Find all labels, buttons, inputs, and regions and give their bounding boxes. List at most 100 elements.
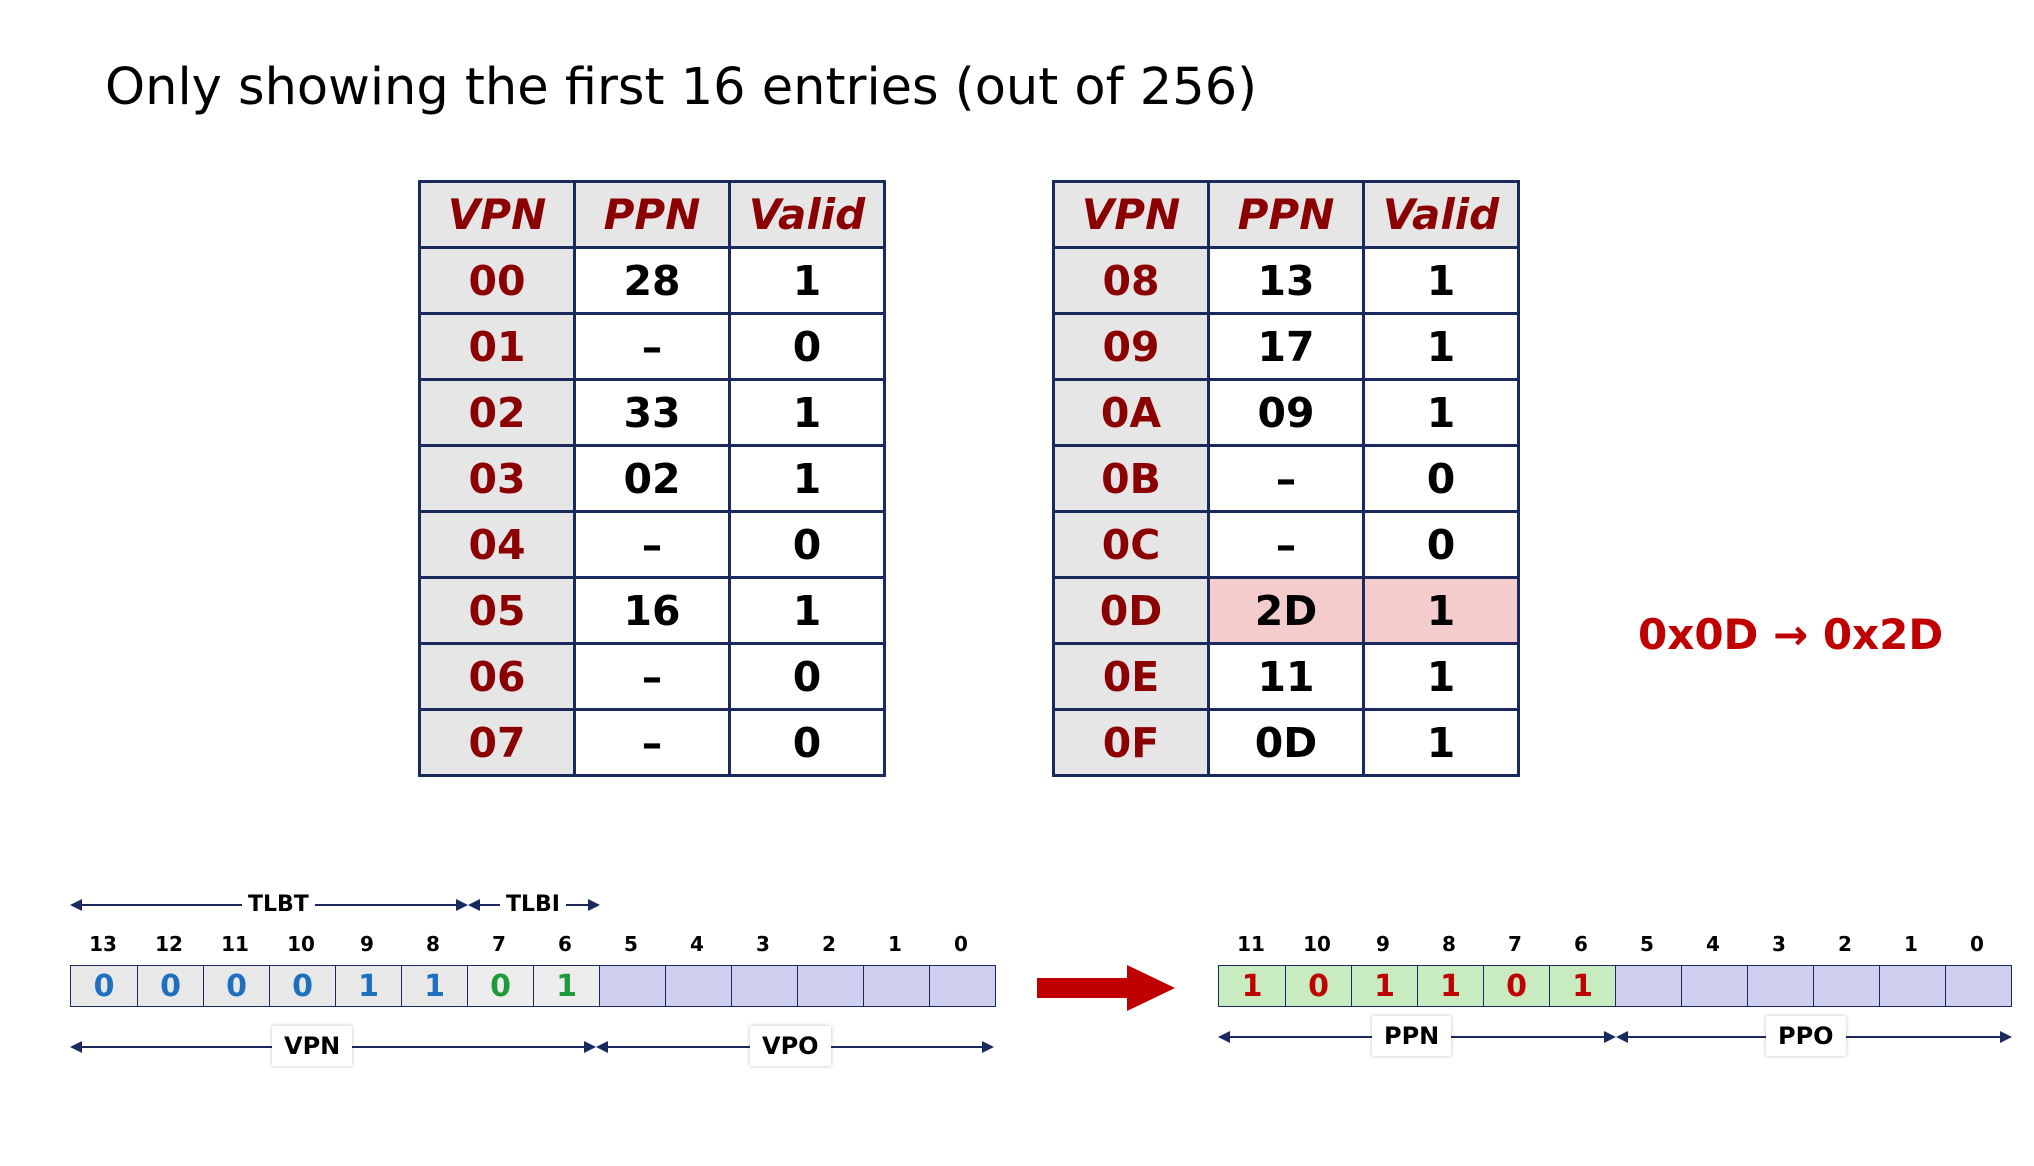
vpn-cell: 02	[418, 378, 576, 447]
table-row: 04–0	[418, 510, 886, 579]
bit-cell	[1747, 966, 1813, 1006]
bit-cell	[1813, 966, 1879, 1006]
bit-cell: 1	[401, 966, 467, 1006]
bit-number: 6	[1574, 932, 1588, 956]
table-row: 0C–0	[1052, 510, 1520, 579]
valid-cell: 0	[728, 708, 886, 777]
valid-cell: 1	[1362, 378, 1520, 447]
ppn-cell: –	[573, 642, 731, 711]
bit-cell: 0	[203, 966, 269, 1006]
vpn-cell: 07	[418, 708, 576, 777]
bit-number: 10	[287, 932, 315, 956]
vpn-cell: 05	[418, 576, 576, 645]
bit-number: 8	[426, 932, 440, 956]
valid-cell: 1	[728, 576, 886, 645]
ppn-cell: 17	[1207, 312, 1365, 381]
ppo-label: PPO	[1766, 1016, 1846, 1056]
bit-cell: 0	[1483, 966, 1549, 1006]
valid-cell: 1	[1362, 246, 1520, 315]
bit-number: 3	[1772, 932, 1786, 956]
bit-cell: 1	[1417, 966, 1483, 1006]
valid-cell: 0	[728, 642, 886, 711]
ppn-cell: 0D	[1207, 708, 1365, 777]
bit-cell: 0	[269, 966, 335, 1006]
valid-cell: 1	[1362, 642, 1520, 711]
bit-cell: 1	[533, 966, 599, 1006]
header-vpn: VPN	[1052, 180, 1210, 249]
vpn-cell: 01	[418, 312, 576, 381]
bit-number: 11	[1237, 932, 1265, 956]
table-row: 0B–0	[1052, 444, 1520, 513]
ppn-cell: 13	[1207, 246, 1365, 315]
bit-number: 12	[155, 932, 183, 956]
translation-arrow-icon	[1037, 965, 1175, 1011]
ppn-cell: 16	[573, 576, 731, 645]
table-row: 07–0	[418, 708, 886, 777]
bit-number: 5	[1640, 932, 1654, 956]
ppn-cell: 09	[1207, 378, 1365, 447]
header-ppn: PPN	[573, 180, 731, 249]
vpn-label: VPN	[272, 1026, 353, 1066]
vpn-arrow-right-head	[584, 1041, 596, 1053]
ppn-arrow-right-head	[1604, 1031, 1616, 1043]
bit-cell	[665, 966, 731, 1006]
vpn-cell: 04	[418, 510, 576, 579]
valid-cell: 0	[728, 312, 886, 381]
valid-cell: 1	[728, 378, 886, 447]
ppn-label: PPN	[1372, 1016, 1452, 1056]
bit-cell	[1879, 966, 1945, 1006]
tlbt-arrow-left-head	[70, 899, 82, 911]
bit-number: 13	[89, 932, 117, 956]
vpn-cell: 0B	[1052, 444, 1210, 513]
ppn-cell: –	[1207, 444, 1365, 513]
bit-number: 5	[624, 932, 638, 956]
tlbt-arrow-right-head	[456, 899, 468, 911]
bit-number: 1	[1904, 932, 1918, 956]
valid-cell: 1	[1362, 708, 1520, 777]
bit-cell	[797, 966, 863, 1006]
bit-cell	[929, 966, 995, 1006]
bit-cell: 0	[137, 966, 203, 1006]
tlbi-label: TLBI	[500, 892, 566, 917]
valid-cell: 0	[1362, 444, 1520, 513]
ppn-cell: 11	[1207, 642, 1365, 711]
translation-result: 0x0D → 0x2D	[1638, 610, 1944, 659]
vpn-arrow-left-head	[70, 1041, 82, 1053]
bit-cell: 1	[1549, 966, 1615, 1006]
bit-number: 8	[1442, 932, 1456, 956]
ppn-cell: 28	[573, 246, 731, 315]
bit-cell: 1	[335, 966, 401, 1006]
ppn-cell: 33	[573, 378, 731, 447]
bit-number: 2	[1838, 932, 1852, 956]
tlbi-arrow-left-head	[468, 899, 480, 911]
bit-number: 10	[1303, 932, 1331, 956]
tlbi-arrow-right-head	[588, 899, 600, 911]
valid-cell: 1	[728, 246, 886, 315]
vpn-cell: 0E	[1052, 642, 1210, 711]
ppn-cell: –	[1207, 510, 1365, 579]
header-valid: Valid	[728, 180, 886, 249]
bit-cell: 0	[71, 966, 137, 1006]
bit-number: 6	[558, 932, 572, 956]
bit-cell	[599, 966, 665, 1006]
vpo-arrow-left-head	[596, 1041, 608, 1053]
header-vpn: VPN	[418, 180, 576, 249]
valid-cell: 1	[1362, 312, 1520, 381]
ppo-arrow-left-head	[1616, 1031, 1628, 1043]
vpn-cell: 0D	[1052, 576, 1210, 645]
ppn-cell: 02	[573, 444, 731, 513]
bit-cell: 1	[1351, 966, 1417, 1006]
